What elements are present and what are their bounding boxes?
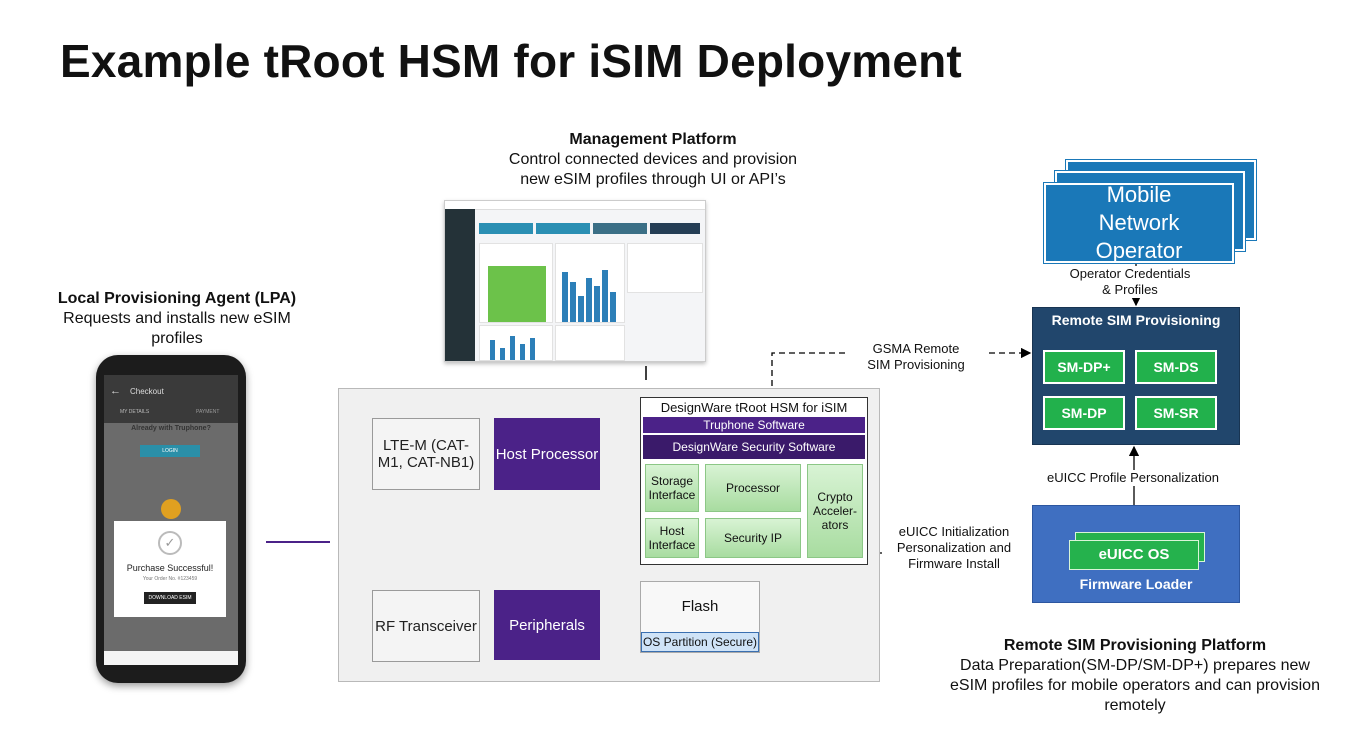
page-title: Example tRoot HSM for iSIM Deployment [60,35,962,87]
truphone-software-band: Truphone Software [643,417,865,433]
euicc-init-label: eUICC Initialization Personalization and… [882,524,1026,572]
success-title: Purchase Successful! [126,563,214,573]
processor-block: Processor [705,464,801,512]
firmware-loader-block: eUICC OS Firmware Loader [1032,505,1240,603]
purchase-card: ✓ Purchase Successful! Your Order No. #1… [114,521,226,617]
avatar [161,499,181,519]
mno-label: Mobile Network Operator [1095,182,1183,263]
firmware-loader-label: Firmware Loader [1079,576,1193,592]
euicc-os-block: eUICC OS [1069,540,1199,570]
security-software-band: DesignWare Security Software [643,435,865,459]
host-processor-block: Host Processor [494,418,600,490]
rf-transceiver-label: RF Transceiver [375,617,477,635]
order-number: Your Order No. #123459 [142,576,198,582]
flash-label: Flash [681,598,719,615]
lpa-caption: Local Provisioning Agent (LPA) Requests … [36,289,318,349]
storage-interface-block: Storage Interface [645,464,699,512]
remote-sim-provisioning-block: Remote SIM Provisioning SM-DP+ SM-DS SM-… [1032,307,1240,445]
phone-login-button[interactable]: LOGIN [140,445,200,457]
phone-tab-right: PAYMENT [196,409,220,415]
lte-m-label: LTE-M (CAT-M1, CAT-NB1) [377,437,475,471]
os-partition: OS Partition (Secure) [641,632,759,652]
phone-illustration: ← Checkout MY DETAILS PAYMENT Already wi… [96,355,246,683]
security-ip-block: Security IP [705,518,801,558]
sm-ds-block: SM-DS [1135,350,1217,384]
check-icon: ✓ [158,531,182,555]
management-line1: Control connected devices and provision [508,151,798,168]
peripherals-label: Peripherals [509,616,585,634]
rsp-title: Remote SIM Provisioning [1051,312,1221,328]
phone-prompt: Already with Truphone? [131,425,211,432]
gsma-label: GSMA Remote SIM Provisioning [846,341,986,373]
rsp-platform-heading: Remote SIM Provisioning Platform [1003,637,1267,654]
sm-dp-plus-block: SM-DP+ [1043,350,1125,384]
flash-block: Flash OS Partition (Secure) [640,581,760,653]
troot-hsm-block: DesignWare tRoot HSM for iSIM Truphone S… [640,397,868,565]
lpa-heading: Local Provisioning Agent (LPA) [57,290,297,307]
rsp-platform-caption: Remote SIM Provisioning Platform Data Pr… [920,636,1350,716]
download-esim-button[interactable]: DOWNLOAD ESIM [144,592,196,604]
management-caption: Management Platform Control connected de… [470,130,836,190]
management-dashboard-image [444,200,706,362]
management-line2: new eSIM profiles through UI or API’s [520,171,786,188]
euicc-personalization-label: eUICC Profile Personalization [1040,470,1226,486]
peripherals-block: Peripherals [494,590,600,660]
mobile-network-operator: Mobile Network Operator [1044,182,1234,263]
phone-tab-left: MY DETAILS [120,409,150,415]
back-arrow-icon: ← [110,385,121,397]
phone-nav-bar [104,651,238,665]
host-processor-label: Host Processor [495,445,599,463]
management-heading: Management Platform [569,131,737,148]
host-interface-block: Host Interface [645,518,699,558]
lte-m-block: LTE-M (CAT-M1, CAT-NB1) [372,418,480,490]
hsm-title: DesignWare tRoot HSM for iSIM [660,400,848,415]
lpa-line1: Requests and installs new eSIM [63,310,291,327]
rf-transceiver-block: RF Transceiver [372,590,480,662]
phone-screen: ← Checkout MY DETAILS PAYMENT Already wi… [104,375,238,665]
crypto-accelerators-block: Crypto Acceler- ators [807,464,863,558]
sm-sr-block: SM-SR [1135,396,1217,430]
lpa-line2: profiles [151,330,203,347]
phone-header: Checkout [130,387,164,396]
operator-credentials-label: Operator Credentials & Profiles [1060,266,1200,298]
sm-dp-block: SM-DP [1043,396,1125,430]
